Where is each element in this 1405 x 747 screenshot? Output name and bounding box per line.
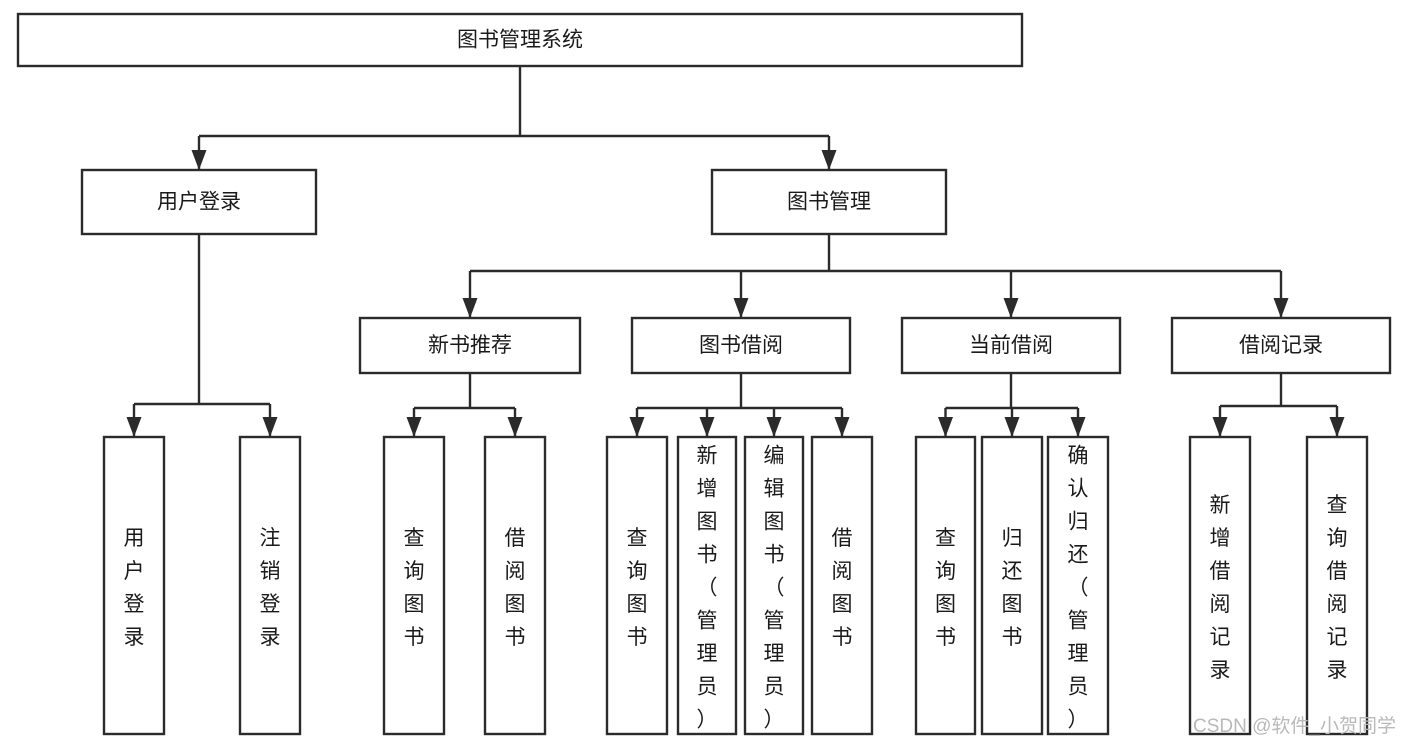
node-l3-新书推荐-0[interactable]: 新书推荐 (358, 316, 582, 375)
node-label: 用户登录 (157, 191, 241, 214)
node-label: 用户登录 (124, 527, 145, 649)
arrow-head-l3-2-1 (1004, 417, 1020, 437)
arrow-head-l3-0-1 (507, 417, 523, 437)
node-label: 编辑图书（管理员） (764, 445, 785, 732)
node-leaf-新增图书管理员-5[interactable]: 新增图书（管理员） (676, 435, 738, 736)
node-leaf-借阅图书-7[interactable]: 借阅图书 (810, 435, 874, 736)
arrow-head-l3-1-3 (834, 417, 850, 437)
nodes-layer: 图书管理系统用户登录图书管理新书推荐图书借阅当前借阅借阅记录用户登录注销登录查询… (16, 12, 1392, 736)
node-leaf-编辑图书管理员-6[interactable]: 编辑图书（管理员） (743, 435, 805, 736)
node-box-leaf-新增图书管理员-5[interactable] (676, 435, 738, 736)
arrow-head-books-2 (1003, 298, 1019, 318)
node-leaf-确认归还管理员-10[interactable]: 确认归还（管理员） (1046, 435, 1110, 736)
node-leaf-归还图书-9[interactable]: 归还图书 (980, 435, 1044, 736)
arrow-head-books-3 (1273, 298, 1289, 318)
node-leaf-查询图书-2[interactable]: 查询图书 (382, 435, 446, 736)
node-label: 查询图书 (627, 527, 648, 649)
node-l3-借阅记录-3[interactable]: 借阅记录 (1170, 316, 1392, 375)
node-l2-图书管理-1[interactable]: 图书管理 (710, 168, 948, 236)
node-label: 图书管理系统 (457, 29, 583, 52)
node-box-leaf-用户登录-0[interactable] (102, 435, 166, 736)
arrow-head-l3-1-2 (766, 417, 782, 437)
node-label: 新增图书（管理员） (697, 445, 718, 732)
node-box-leaf-借阅图书-7[interactable] (810, 435, 874, 736)
node-box-leaf-编辑图书管理员-6[interactable] (743, 435, 805, 736)
arrow-head-l3-1-0 (629, 417, 645, 437)
arrow-head-login-1 (262, 417, 278, 437)
node-leaf-新增借阅记录-11[interactable]: 新增借阅记录 (1188, 435, 1252, 736)
node-label: 借阅图书 (505, 527, 526, 649)
node-box-l3-当前借阅-2[interactable] (900, 316, 1122, 375)
csdn-watermark: CSDN @软件_小贺同学 (1193, 715, 1396, 737)
node-box-leaf-借阅图书-3[interactable] (483, 435, 547, 736)
node-leaf-用户登录-0[interactable]: 用户登录 (102, 435, 166, 736)
node-box-l3-借阅记录-3[interactable] (1170, 316, 1392, 375)
node-box-leaf-归还图书-9[interactable] (980, 435, 1044, 736)
node-label: 当前借阅 (969, 334, 1053, 357)
node-label: 查询图书 (404, 527, 425, 649)
arrow-head-root-1 (821, 150, 837, 170)
node-leaf-借阅图书-3[interactable]: 借阅图书 (483, 435, 547, 736)
node-root-0[interactable]: 图书管理系统 (16, 12, 1024, 68)
arrow-head-books-0 (462, 298, 478, 318)
node-label: 查询图书 (935, 527, 956, 649)
arrow-head-l3-2-0 (938, 417, 953, 437)
node-leaf-查询图书-4[interactable]: 查询图书 (605, 435, 669, 736)
arrow-head-login-0 (126, 417, 142, 437)
node-label: 注销登录 (260, 527, 281, 649)
node-box-leaf-注销登录-1[interactable] (238, 435, 302, 736)
node-leaf-查询图书-8[interactable]: 查询图书 (914, 435, 977, 736)
node-l3-图书借阅-1[interactable]: 图书借阅 (630, 316, 852, 375)
node-box-l3-新书推荐-0[interactable] (358, 316, 582, 375)
node-label: 图书借阅 (699, 334, 783, 357)
node-box-leaf-查询图书-2[interactable] (382, 435, 446, 736)
node-box-leaf-查询图书-8[interactable] (914, 435, 977, 736)
node-label: 新书推荐 (428, 334, 512, 357)
arrow-head-l3-0-0 (406, 417, 422, 437)
node-label: 查询借阅记录 (1327, 494, 1348, 682)
node-box-leaf-查询借阅记录-12[interactable] (1305, 435, 1369, 736)
arrow-head-l3-1-1 (699, 417, 715, 437)
node-label: 新增借阅记录 (1210, 494, 1231, 682)
node-label: 图书管理 (787, 191, 871, 214)
node-box-l2-图书管理-1[interactable] (710, 168, 948, 236)
node-l2-用户登录-0[interactable]: 用户登录 (80, 168, 318, 236)
node-leaf-查询借阅记录-12[interactable]: 查询借阅记录 (1305, 435, 1369, 736)
arrow-head-root-0 (191, 150, 207, 170)
node-label: 借阅记录 (1239, 334, 1323, 357)
connectors-layer (126, 66, 1345, 437)
node-box-leaf-确认归还管理员-10[interactable] (1046, 435, 1110, 736)
node-label: 确认归还（管理员） (1068, 445, 1089, 732)
node-label: 归还图书 (1002, 527, 1023, 649)
arrow-head-l3-2-2 (1070, 417, 1086, 437)
node-leaf-注销登录-1[interactable]: 注销登录 (238, 435, 302, 736)
node-box-l2-用户登录-0[interactable] (80, 168, 318, 236)
node-box-l3-图书借阅-1[interactable] (630, 316, 852, 375)
node-box-leaf-查询图书-4[interactable] (605, 435, 669, 736)
node-label: 借阅图书 (832, 527, 853, 649)
arrow-head-l3-3-1 (1329, 417, 1345, 437)
arrow-head-l3-3-0 (1212, 417, 1228, 437)
node-l3-当前借阅-2[interactable]: 当前借阅 (900, 316, 1122, 375)
node-box-root-0[interactable] (16, 12, 1024, 68)
node-box-leaf-新增借阅记录-11[interactable] (1188, 435, 1252, 736)
arrow-head-books-1 (733, 298, 749, 318)
